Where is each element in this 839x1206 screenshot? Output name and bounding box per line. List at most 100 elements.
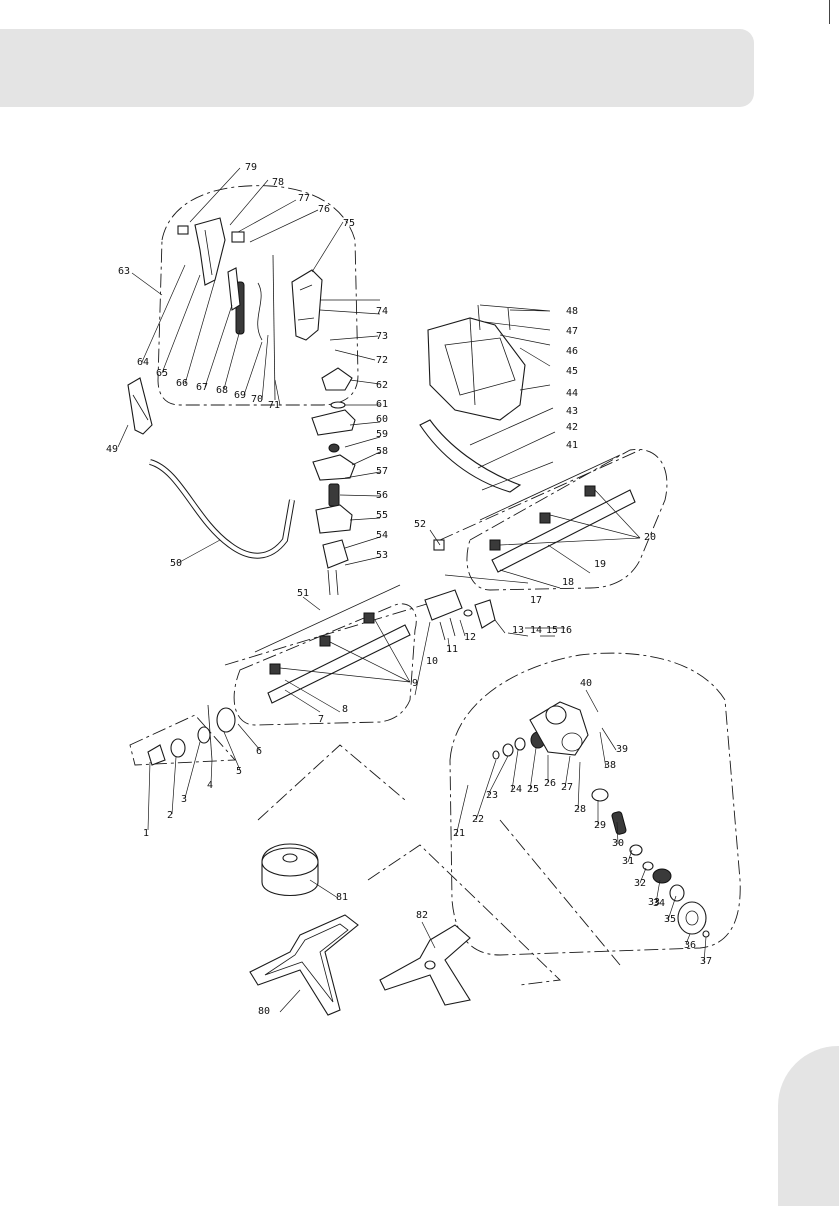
callout-14: 14 (530, 625, 542, 636)
callout-26: 26 (544, 778, 556, 789)
callout-69: 69 (234, 390, 246, 401)
callout-80: 80 (258, 1006, 270, 1017)
callout-4: 4 (207, 780, 213, 791)
clutch-parts (148, 705, 235, 765)
engine-stack (312, 368, 355, 595)
callout-46: 46 (566, 346, 578, 357)
callout-63: 63 (118, 266, 130, 277)
callout-52: 52 (414, 519, 426, 530)
callout-27: 27 (561, 782, 573, 793)
clamp-assembly (425, 590, 495, 640)
callout-45: 45 (566, 366, 578, 377)
callout-82: 82 (416, 910, 428, 921)
throttle-cable (273, 255, 275, 400)
callout-67: 67 (196, 382, 208, 393)
callout-13: 13 (512, 625, 524, 636)
three-tooth-blade-80 (250, 915, 358, 1015)
lever-part-67 (228, 268, 240, 310)
callout-77: 77 (298, 193, 310, 204)
callout-64: 64 (137, 357, 149, 368)
callout-81: 81 (336, 892, 348, 903)
callout-16: 16 (560, 625, 572, 636)
callout-38: 38 (604, 760, 616, 771)
wire-part-69 (258, 283, 262, 340)
callout-74: 74 (376, 306, 388, 317)
leader-lines (118, 168, 706, 1012)
grip-sleeve-49 (128, 378, 152, 434)
callout-49: 49 (106, 444, 118, 455)
callout-56: 56 (376, 490, 388, 501)
handle-housing-left (195, 218, 225, 285)
callout-36: 36 (684, 940, 696, 951)
callout-24: 24 (510, 784, 522, 795)
callout-31: 31 (622, 856, 634, 867)
callout-34: 34 (653, 898, 665, 909)
callout-8: 8 (342, 704, 348, 715)
spool-connector-line (258, 745, 405, 820)
callout-30: 30 (612, 838, 624, 849)
callout-71: 71 (268, 400, 280, 411)
callout-1: 1 (143, 828, 149, 839)
callout-5: 5 (236, 766, 242, 777)
callout-50: 50 (170, 558, 182, 569)
callout-70: 70 (251, 394, 263, 405)
trimmer-head-81 (262, 844, 318, 896)
callout-51: 51 (297, 588, 309, 599)
callout-23: 23 (486, 790, 498, 801)
callout-20: 20 (644, 532, 656, 543)
callout-32: 32 (634, 878, 646, 889)
blade-connector-line (368, 845, 560, 985)
handle-group-outline (158, 186, 358, 405)
callout-76: 76 (318, 204, 330, 215)
callout-59: 59 (376, 429, 388, 440)
callout-62: 62 (376, 380, 388, 391)
callout-25: 25 (527, 784, 539, 795)
callout-labels: 1 2 3 4 5 6 7 8 9 10 11 12 13 14 15 16 1… (106, 162, 712, 1017)
handle-grip-75 (292, 270, 322, 340)
tube-assembly (434, 455, 635, 572)
callout-11: 11 (446, 644, 458, 655)
callout-47: 47 (566, 326, 578, 337)
callout-29: 29 (594, 820, 606, 831)
callout-54: 54 (376, 530, 388, 541)
callout-75: 75 (343, 218, 355, 229)
callout-43: 43 (566, 406, 578, 417)
callout-18: 18 (562, 577, 574, 588)
callout-35: 35 (664, 914, 676, 925)
callout-53: 53 (376, 550, 388, 561)
clip-part-77 (232, 232, 244, 242)
callout-28: 28 (574, 804, 586, 815)
callout-57: 57 (376, 466, 388, 477)
callout-9: 9 (412, 678, 418, 689)
callout-7: 7 (318, 714, 324, 725)
callout-42: 42 (566, 422, 578, 433)
plug-part-52 (434, 540, 444, 550)
callout-66: 66 (176, 378, 188, 389)
callout-72: 72 (376, 355, 388, 366)
shaft-assembly (255, 585, 410, 703)
callout-79: 79 (245, 162, 257, 173)
three-tooth-blade-82 (380, 925, 470, 1005)
callout-37: 37 (700, 956, 712, 967)
guard-assembly (420, 305, 525, 492)
callout-40: 40 (580, 678, 592, 689)
callout-6: 6 (256, 746, 262, 757)
callout-55: 55 (376, 510, 388, 521)
callout-10: 10 (426, 656, 438, 667)
callout-39: 39 (616, 744, 628, 755)
callout-61: 61 (376, 399, 388, 410)
callout-48: 48 (566, 306, 578, 317)
callout-22: 22 (472, 814, 484, 825)
gear-connector-line (500, 820, 620, 965)
callout-44: 44 (566, 388, 578, 399)
callout-65: 65 (156, 368, 168, 379)
callout-21: 21 (453, 828, 465, 839)
callout-2: 2 (167, 810, 173, 821)
callout-15: 15 (546, 625, 558, 636)
callout-19: 19 (594, 559, 606, 570)
callout-78: 78 (272, 177, 284, 188)
callout-3: 3 (181, 794, 187, 805)
callout-60: 60 (376, 414, 388, 425)
callout-73: 73 (376, 331, 388, 342)
